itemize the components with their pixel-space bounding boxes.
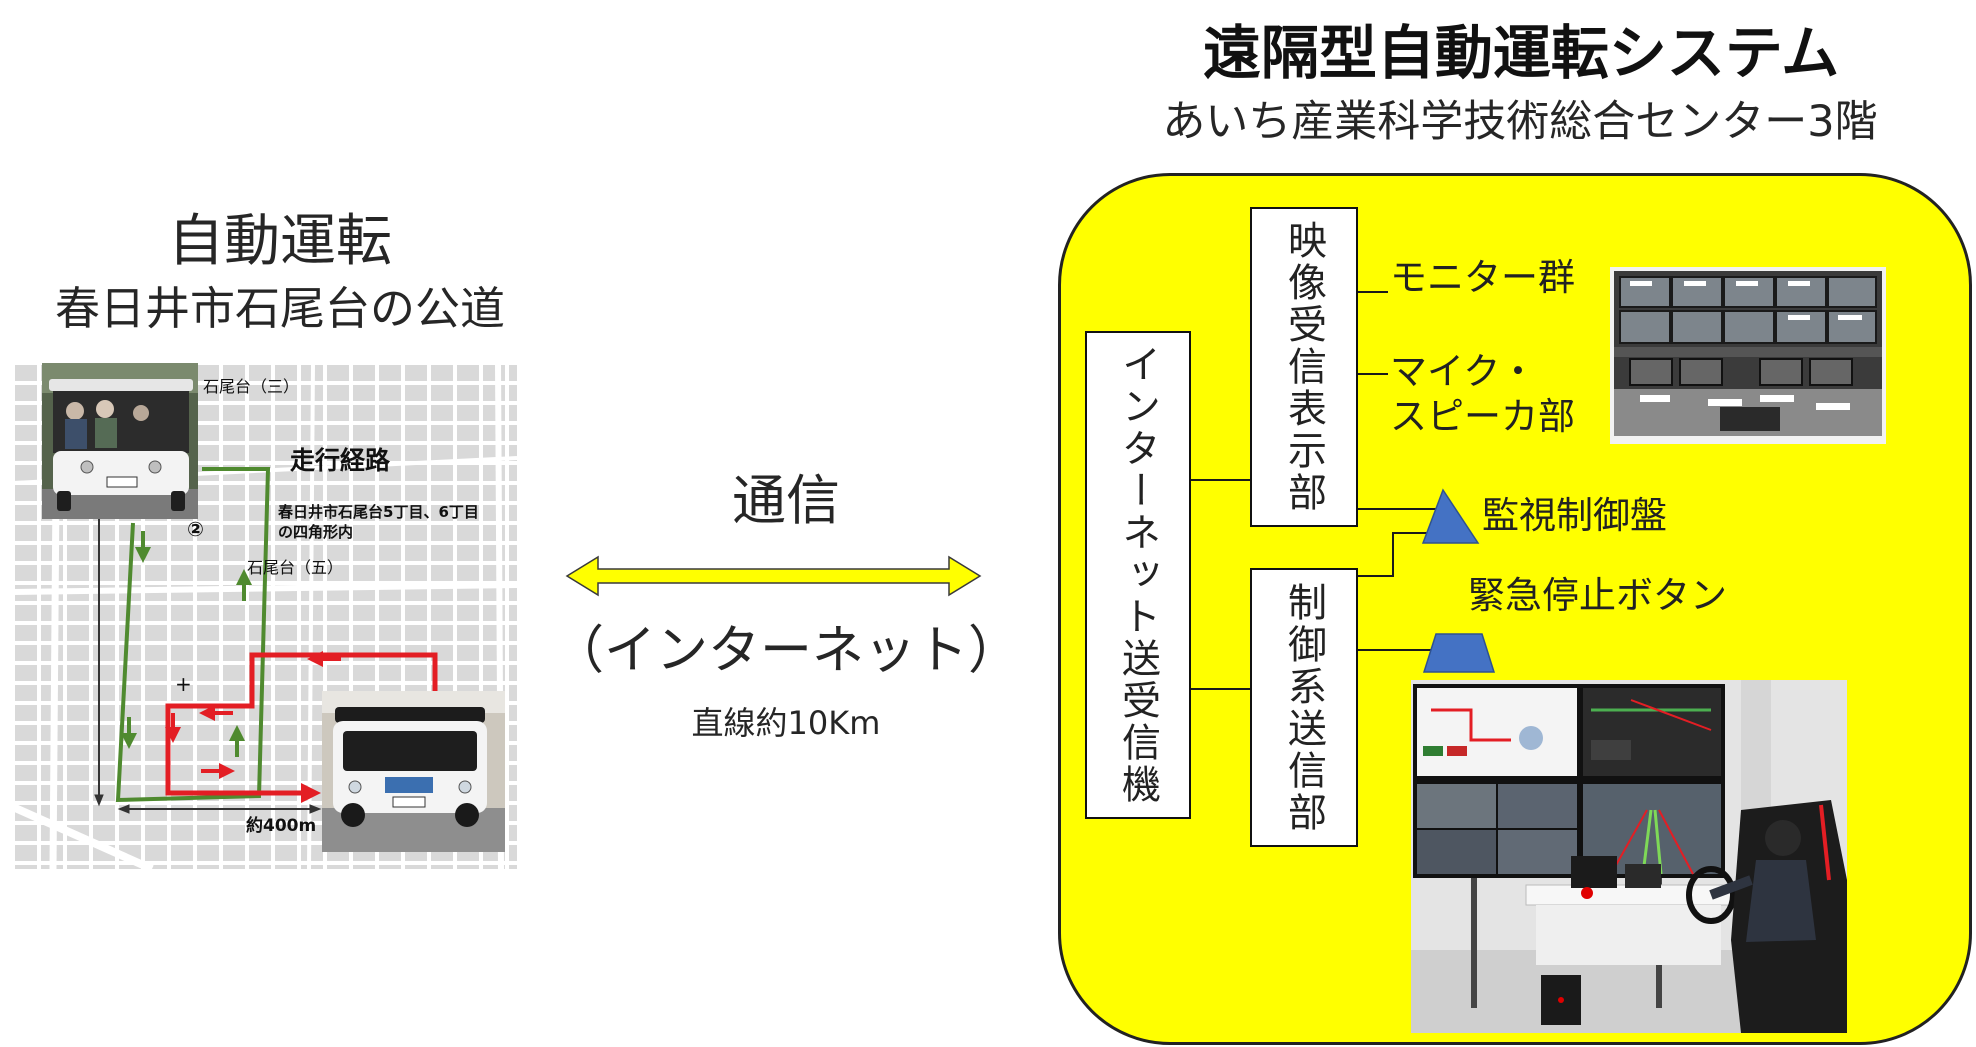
audio-label-line2: スピーカ部 (1390, 395, 1575, 438)
control-panel-label: 監視制御盤 (1482, 494, 1667, 537)
link-distance: 直線約10Km (691, 704, 881, 742)
steering-wheel (1686, 866, 1736, 924)
desk-tags (1640, 395, 1850, 410)
monitor-room-drawing (1610, 267, 1886, 444)
monitor-tags (1630, 281, 1862, 320)
camera-screen-1 (1417, 784, 1496, 828)
emergency-stop-label: 緊急停止ボタン (1468, 574, 1727, 617)
bus-vehicle-photo (322, 691, 505, 852)
camera-screen-3 (1417, 830, 1496, 874)
control-transmitter-box: 制御系送信部 (1250, 568, 1358, 847)
point-marker: ② (187, 517, 204, 541)
monitor-screens (1619, 276, 1877, 344)
bidirectional-link-arrow (565, 555, 982, 597)
distance-label: 約400m (246, 815, 316, 836)
vehicle-site-location: 春日井市石尾台の公道 (54, 282, 505, 335)
remote-system-location: あいち産業科学技術総合センター3階 (1162, 97, 1878, 147)
internet-transceiver-box: インターネット送受信機 (1085, 331, 1191, 819)
cart-vehicle-photo (42, 363, 198, 519)
red-route-line (165, 652, 438, 803)
route-map-drawing: 石尾台（三） 走行経路 春日井市石尾台5丁目、6丁目 の四角形内 ② 石尾台（五… (11, 362, 518, 873)
district-label-lower: 石尾台（五） (247, 558, 343, 577)
video-receiver-label: 映像受信表示部 (1281, 220, 1327, 514)
internet-transceiver-label: インターネット送受信機 (1115, 344, 1161, 806)
green-route-line (115, 467, 271, 803)
operator-head (1765, 820, 1801, 856)
route-area-line1: 春日井市石尾台5丁目、6丁目 (278, 503, 479, 521)
desk-monitors (1629, 358, 1853, 386)
audio-label-line1: マイク・ (1390, 350, 1537, 393)
district-label-upper: 石尾台（三） (203, 377, 299, 396)
link-medium: （インターネット） (551, 621, 1020, 681)
status-screen (1583, 688, 1721, 776)
video-receiver-box: 映像受信表示部 (1250, 207, 1358, 527)
camera-screen-2 (1498, 784, 1577, 828)
link-label: 通信 (732, 469, 840, 532)
control-room-photo (1411, 680, 1847, 1033)
monitor-room-photo (1610, 267, 1886, 444)
monitors-label: モニター群 (1390, 256, 1575, 299)
route-heading: 走行経路 (290, 446, 391, 475)
camera-screen-4 (1498, 830, 1577, 874)
cross-mark: + (175, 672, 192, 696)
control-room-drawing (1411, 680, 1847, 1033)
vehicle-site-title: 自動運転 (168, 209, 392, 274)
operator-body (1746, 860, 1816, 942)
control-transmitter-label: 制御系送信部 (1281, 581, 1327, 834)
route-area-line2: の四角形内 (278, 523, 353, 541)
remote-system-title: 遠隔型自動運転システム (1202, 19, 1840, 87)
map-screen (1417, 688, 1577, 776)
emergency-lamp (1581, 887, 1593, 899)
route-map: 石尾台（三） 走行経路 春日井市石尾台5丁目、6丁目 の四角形内 ② 石尾台（五… (11, 362, 518, 873)
